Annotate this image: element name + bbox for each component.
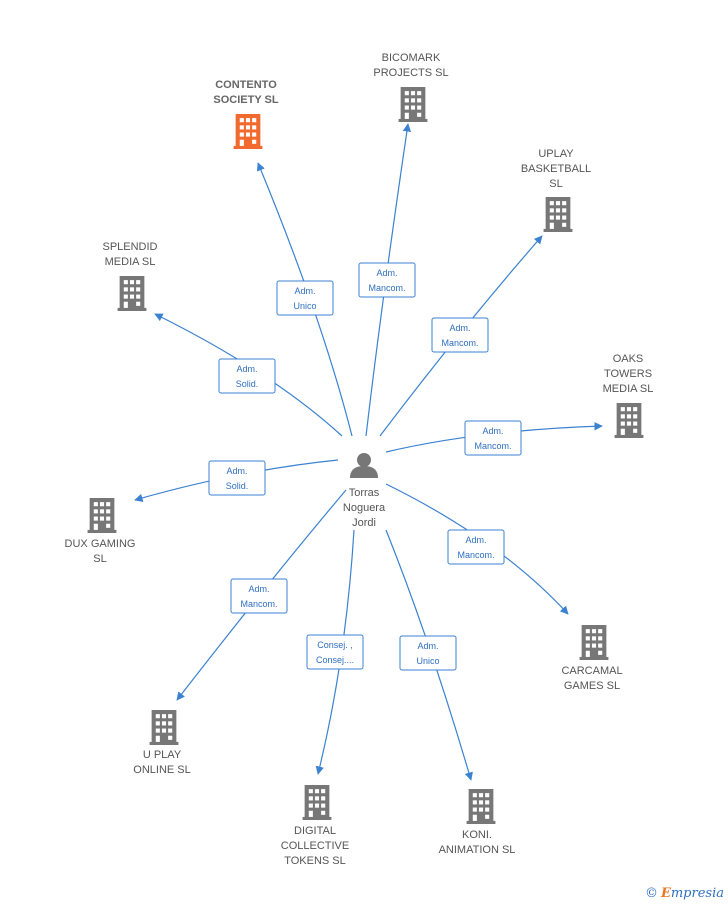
role-badge-box <box>230 578 288 614</box>
role-text-line-1: Adm. <box>226 466 247 476</box>
company-name-line-2: BASKETBALL <box>521 163 591 175</box>
empresia-watermark[interactable]: ©Empresia <box>645 886 724 901</box>
building-icon <box>302 785 332 820</box>
company-node-contento[interactable]: CONTENTO SOCIETY SL <box>213 79 279 149</box>
person-node[interactable]: Torras Noguera Jordi <box>343 453 386 529</box>
building-icon <box>233 114 263 149</box>
company-name-line-2: ONLINE SL <box>133 764 190 776</box>
company-node-dux[interactable]: DUX GAMING SL <box>65 498 136 565</box>
role-badge-box <box>208 460 266 496</box>
role-badge-contento[interactable]: Adm. Unico <box>276 280 334 316</box>
role-badge-splendid[interactable]: Adm. Solid. <box>218 358 276 394</box>
role-badge-bicomark[interactable]: Adm. Mancom. <box>358 262 416 298</box>
company-name-line-1: KONI. <box>462 829 492 841</box>
company-node-uplay-basketball[interactable]: UPLAY BASKETBALL SL <box>521 148 591 232</box>
role-text-line-2: Mancom. <box>457 550 494 560</box>
copyright-symbol: © <box>644 886 658 901</box>
brand-initial: E <box>660 886 671 901</box>
role-badge-dux[interactable]: Adm. Solid. <box>208 460 266 496</box>
company-name-line-1: DIGITAL <box>294 825 336 837</box>
company-node-koni[interactable]: KONI. ANIMATION SL <box>439 789 516 856</box>
person-name-line-1: Torras <box>349 487 380 499</box>
role-badge-carcamal[interactable]: Adm. Mancom. <box>447 529 505 565</box>
role-text-line-1: Adm. <box>248 584 269 594</box>
company-node-digital[interactable]: DIGITAL COLLECTIVE TOKENS SL <box>281 785 349 867</box>
role-text-line-2: Solid. <box>236 379 259 389</box>
role-text-line-2: Solid. <box>226 481 249 491</box>
role-text-line-2: Consej.... <box>316 655 354 665</box>
company-node-oaks[interactable]: OAKS TOWERS MEDIA SL <box>603 353 654 438</box>
role-badge-box <box>399 635 457 671</box>
company-node-carcamal[interactable]: CARCAMAL GAMES SL <box>561 625 623 692</box>
company-node-splendid[interactable]: SPLENDID MEDIA SL <box>102 241 158 311</box>
company-name-line-1: BICOMARK <box>382 52 441 64</box>
role-badge-box <box>306 634 364 670</box>
role-badge-box <box>276 280 334 316</box>
building-icon <box>614 403 644 438</box>
role-text-line-2: Mancom. <box>240 599 277 609</box>
role-badge-box <box>464 420 522 456</box>
company-name-line-3: TOKENS SL <box>284 855 346 867</box>
company-name-line-2: MEDIA SL <box>105 256 156 268</box>
person-icon <box>350 453 378 478</box>
company-name-line-2: TOWERS <box>604 368 652 380</box>
person-name-line-3: Jordi <box>352 517 376 529</box>
company-name-line-1: CONTENTO <box>215 79 277 91</box>
building-icon <box>466 789 496 824</box>
role-text-line-2: Mancom. <box>368 283 405 293</box>
role-badge-box <box>358 262 416 298</box>
role-text-line-1: Adm. <box>236 364 257 374</box>
edges-layer: Adm.UnicoAdm.Mancom.Adm.Mancom.Adm.Solid… <box>134 123 603 781</box>
building-icon <box>149 710 179 745</box>
role-text-line-2: Unico <box>416 656 439 666</box>
role-text-line-1: Adm. <box>449 323 470 333</box>
company-name-line-1: DUX GAMING <box>65 538 136 550</box>
company-name-line-1: CARCAMAL <box>561 665 622 677</box>
building-icon <box>117 276 147 311</box>
person-name-line-2: Noguera <box>343 502 386 514</box>
company-name-line-1: U PLAY <box>143 749 182 761</box>
building-icon <box>398 87 428 122</box>
brand-rest: mpresia <box>670 886 724 901</box>
building-icon <box>579 625 609 660</box>
company-name-line-1: UPLAY <box>538 148 574 160</box>
role-text-line-1: Adm. <box>465 535 486 545</box>
role-badge-oaks[interactable]: Adm. Mancom. <box>464 420 522 456</box>
role-badge-box <box>218 358 276 394</box>
company-name-line-2: PROJECTS SL <box>373 67 448 79</box>
company-name-line-2: SOCIETY SL <box>213 94 278 106</box>
role-text-line-1: Adm. <box>376 268 397 278</box>
company-name-line-3: MEDIA SL <box>603 383 654 395</box>
role-badge-box <box>447 529 505 565</box>
building-icon <box>87 498 117 533</box>
role-text-line-2: Mancom. <box>441 338 478 348</box>
role-badge-uplay-basketball[interactable]: Adm. Mancom. <box>431 317 489 353</box>
role-text-line-2: Unico <box>293 301 316 311</box>
company-name-line-2: COLLECTIVE <box>281 840 349 852</box>
role-badge-box <box>431 317 489 353</box>
company-node-bicomark[interactable]: BICOMARK PROJECTS SL <box>373 52 449 122</box>
role-text-line-1: Adm. <box>482 426 503 436</box>
role-text-line-1: Adm. <box>417 641 438 651</box>
company-name-line-3: SL <box>549 178 562 190</box>
company-name-line-2: GAMES SL <box>564 680 620 692</box>
nodes-layer: CONTENTO SOCIETY SL BICOMARK PROJECTS SL UPL… <box>65 52 654 867</box>
company-node-uplay-online[interactable]: U PLAY ONLINE SL <box>133 710 191 776</box>
role-badge-uplay-online[interactable]: Adm. Mancom. <box>230 578 288 614</box>
building-icon <box>543 197 573 232</box>
role-text-line-2: Mancom. <box>474 441 511 451</box>
role-text-line-1: Adm. <box>294 286 315 296</box>
company-name-line-1: SPLENDID <box>102 241 157 253</box>
company-name-line-2: ANIMATION SL <box>439 844 516 856</box>
company-name-line-1: OAKS <box>613 353 644 365</box>
role-badge-koni[interactable]: Adm. Unico <box>399 635 457 671</box>
company-name-line-2: SL <box>93 553 106 565</box>
role-text-line-1: Consej. , <box>317 640 353 650</box>
role-badge-digital[interactable]: Consej. , Consej.... <box>306 634 364 670</box>
